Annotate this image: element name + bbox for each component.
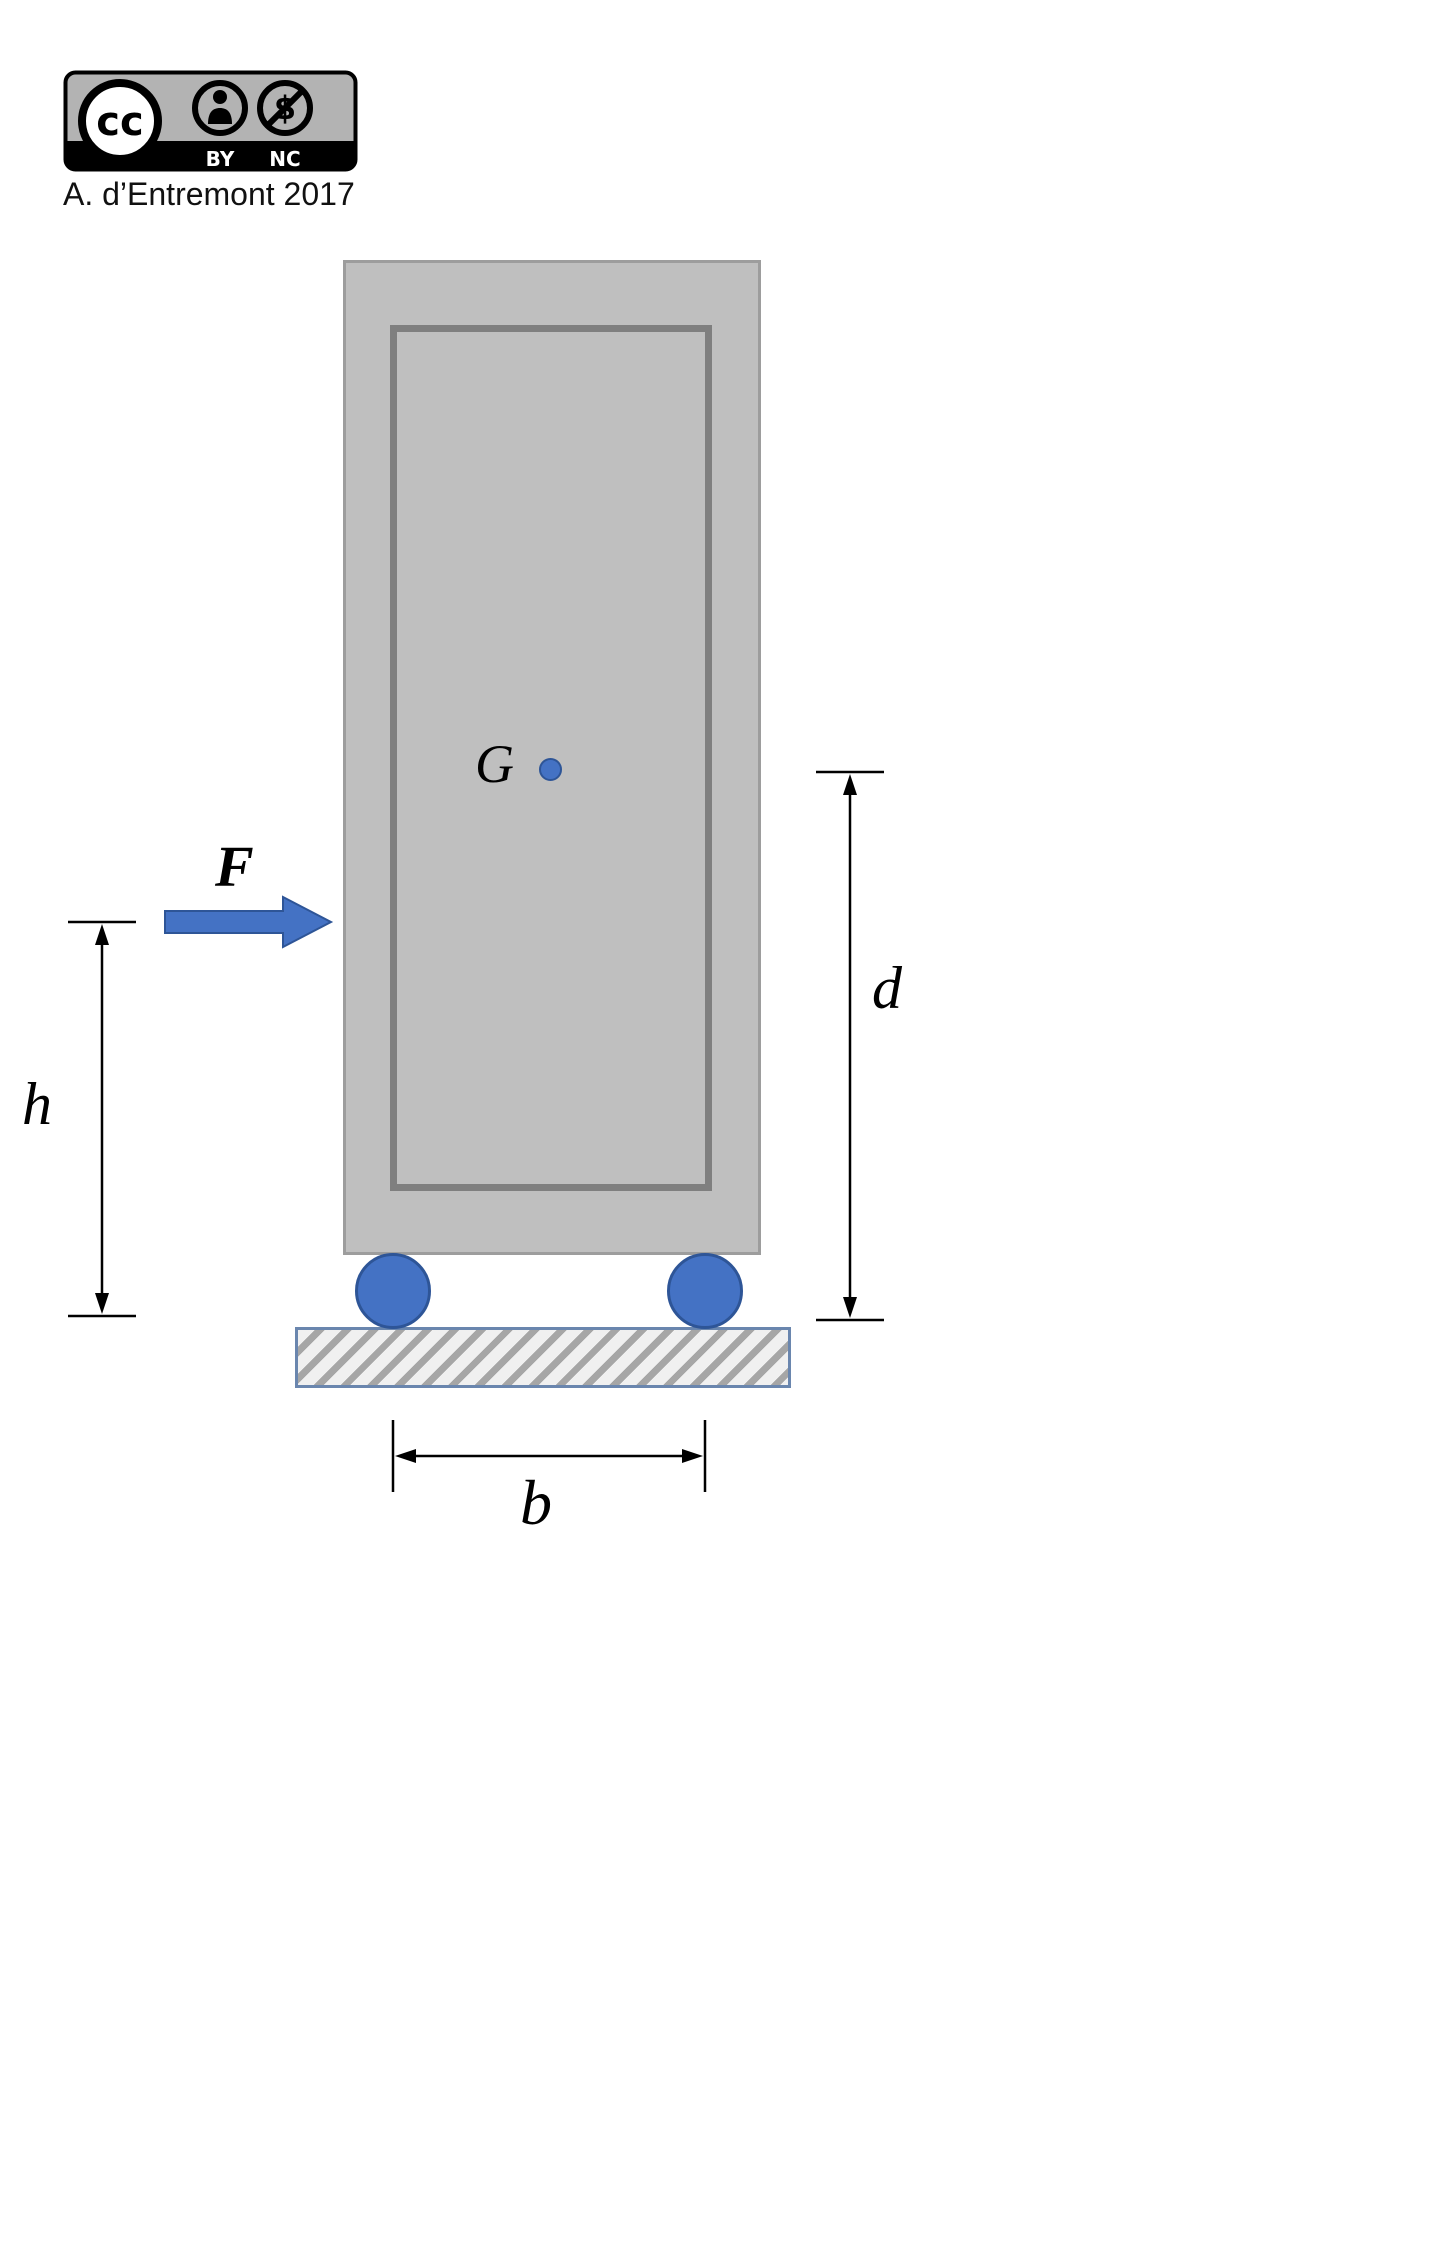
attribution-person-icon <box>192 80 248 136</box>
center-of-gravity-dot <box>539 758 562 781</box>
force-arrow-shape <box>164 895 334 949</box>
distance-label: d <box>872 955 902 1021</box>
dimension-h-arrowhead-down <box>95 1293 109 1314</box>
dimension-b-arrowhead-right <box>682 1449 703 1463</box>
dimension-h-arrow <box>68 920 136 1318</box>
dimension-d-arrowhead-down <box>843 1297 857 1318</box>
svg-text:cc: cc <box>96 99 143 145</box>
dimension-b-arrowhead-left <box>395 1449 416 1463</box>
right-wheel <box>667 1253 743 1329</box>
ground-surface <box>295 1327 791 1388</box>
dimension-h-arrowhead-up <box>95 924 109 945</box>
dimension-d-arrowhead-up <box>843 774 857 795</box>
license-nc-label: NC <box>269 147 300 171</box>
height-label: h <box>22 1071 52 1137</box>
cc-license-badge: cc $ BY NC <box>63 70 358 172</box>
cabinet-door-panel <box>390 325 712 1191</box>
center-of-gravity-label: G <box>475 734 514 794</box>
non-commercial-dollar-icon: $ <box>257 80 313 136</box>
dimension-b-arrow <box>391 1420 707 1492</box>
left-wheel <box>355 1253 431 1329</box>
cabinet-body <box>343 260 761 1255</box>
license-by-label: BY <box>206 147 235 171</box>
force-label: F <box>215 834 254 899</box>
attribution-text: A. d’Entremont 2017 <box>63 176 355 212</box>
force-arrow-icon <box>164 895 334 949</box>
base-width-label: b <box>520 1467 552 1538</box>
dimension-d-arrow <box>816 770 884 1322</box>
cc-logo-icon: cc <box>78 79 162 163</box>
